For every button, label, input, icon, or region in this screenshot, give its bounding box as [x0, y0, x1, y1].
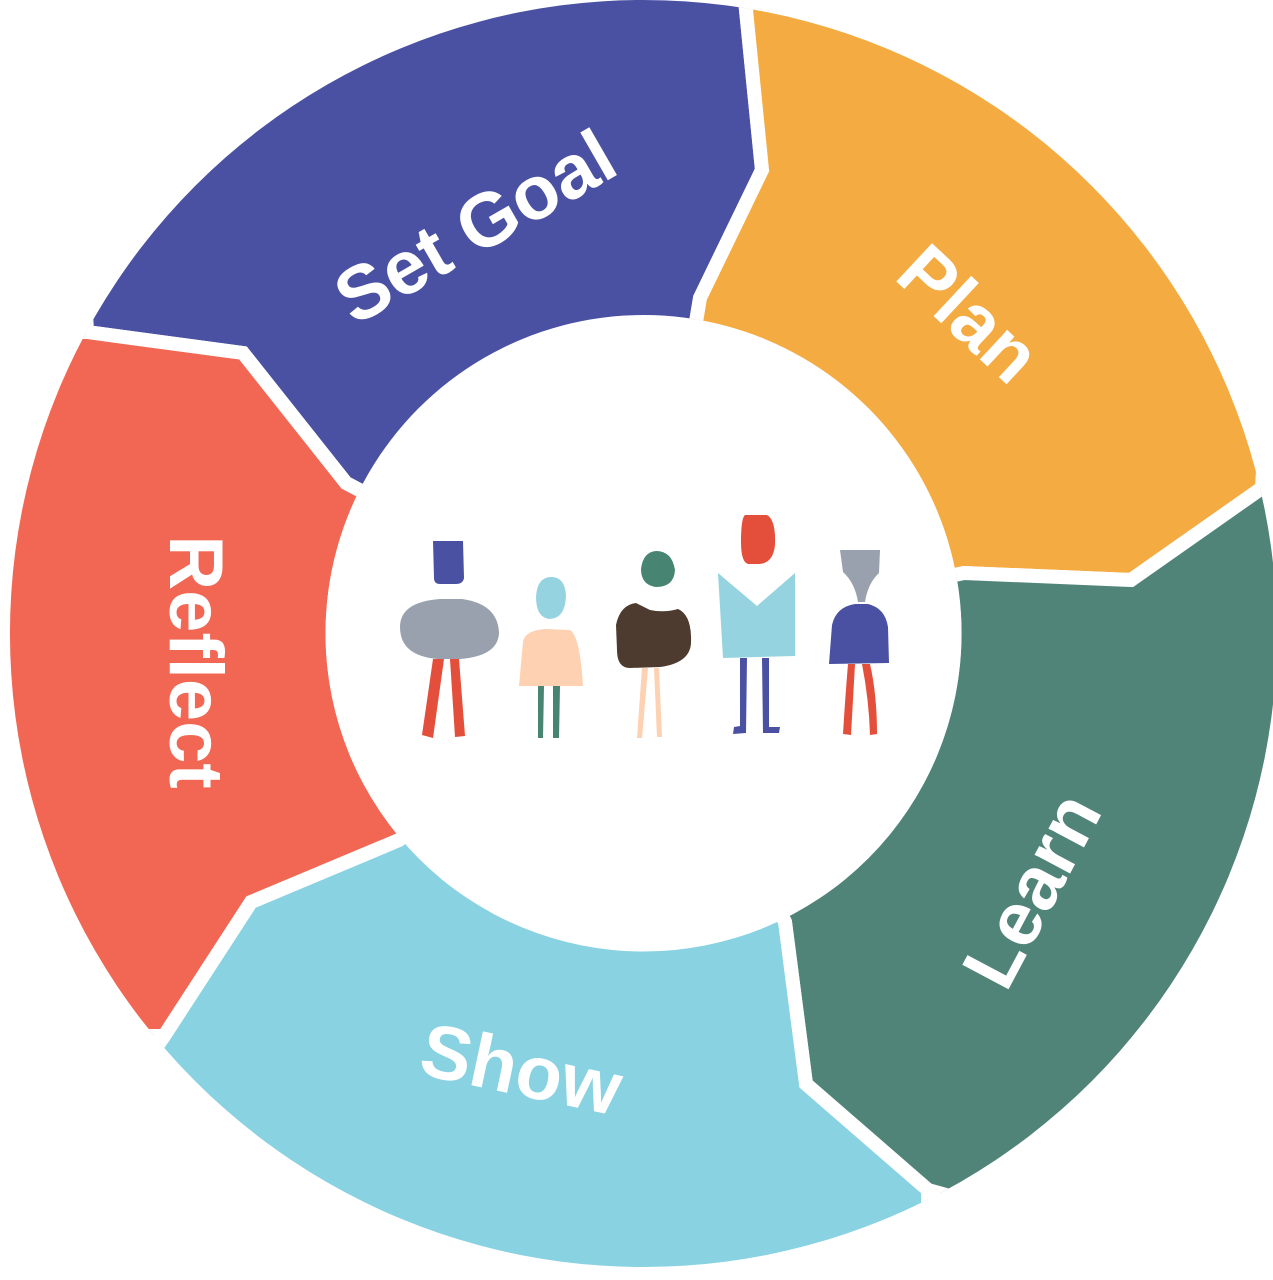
person-icon	[400, 541, 499, 738]
segment-label-reflect: Reflect	[153, 535, 238, 788]
group-of-people-icon	[400, 515, 889, 738]
person-icon	[718, 515, 795, 734]
segment-reflect	[9, 325, 656, 1043]
person-icon	[519, 576, 583, 738]
person-icon	[829, 550, 889, 735]
person-icon	[616, 551, 692, 738]
